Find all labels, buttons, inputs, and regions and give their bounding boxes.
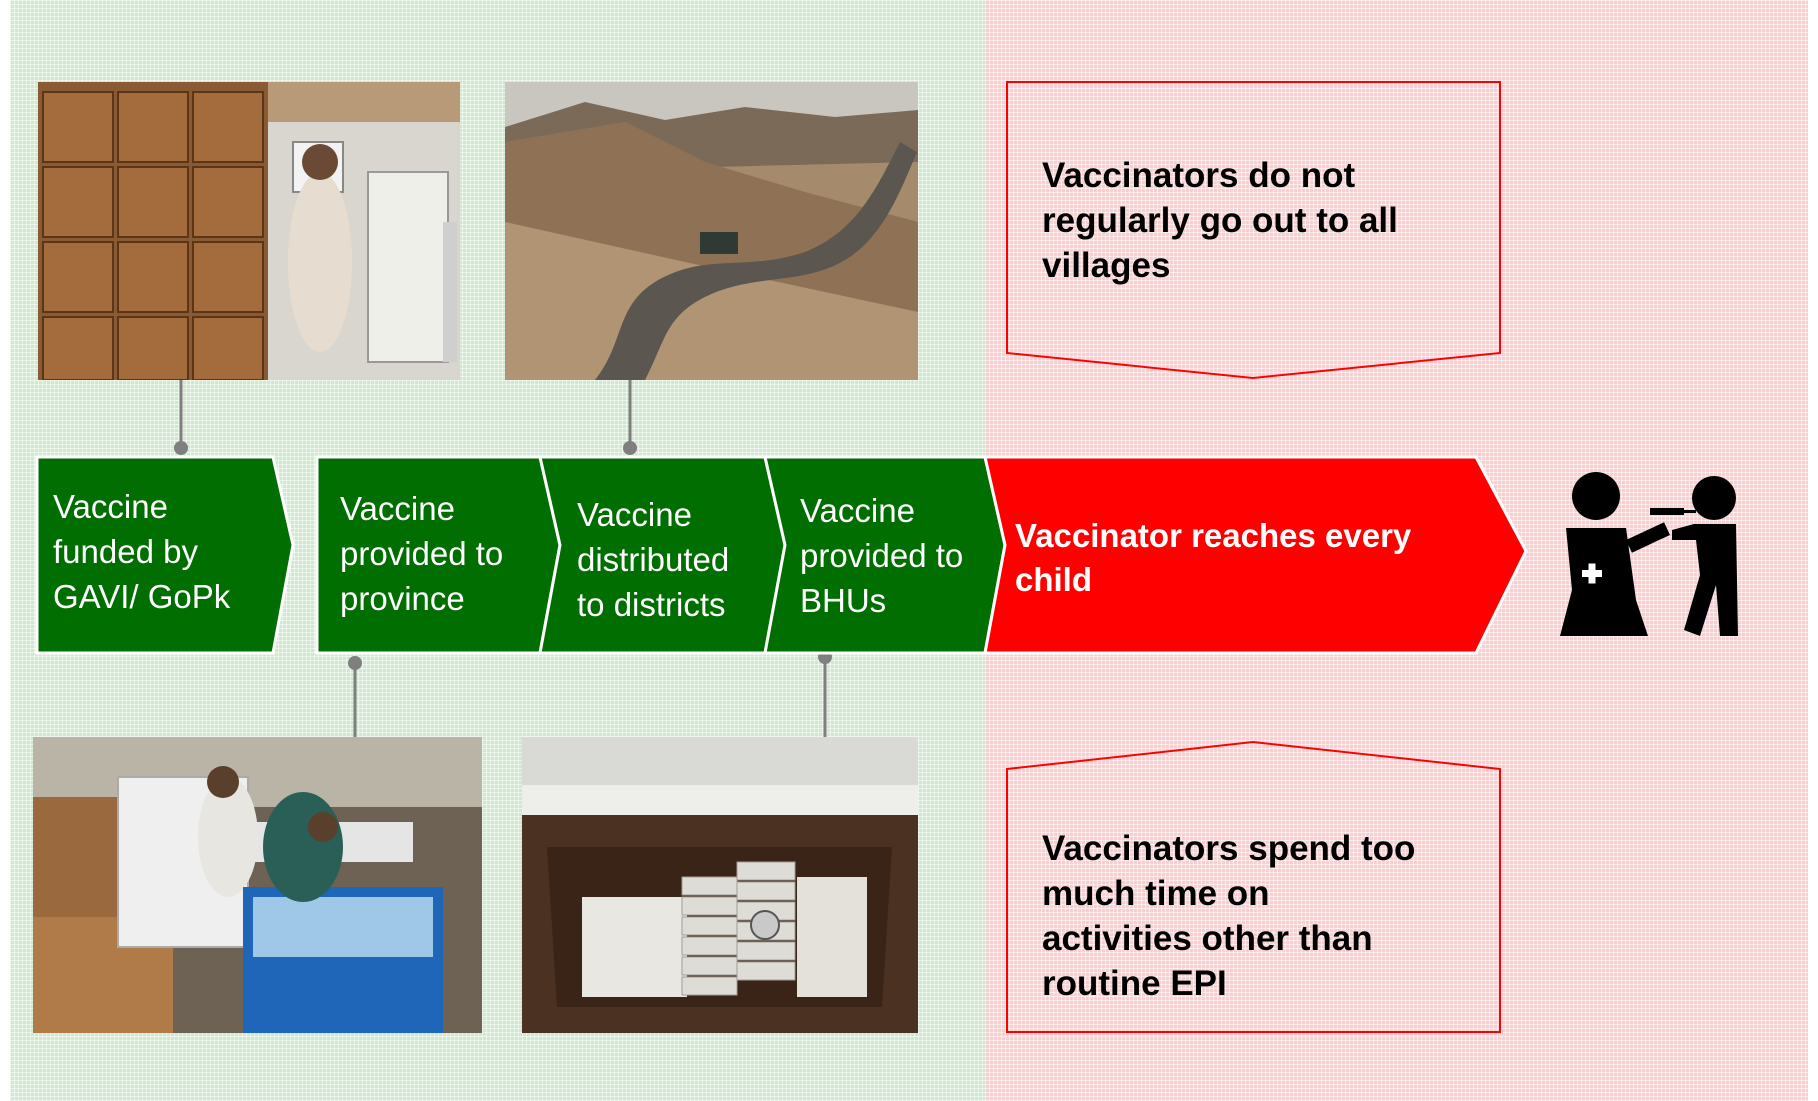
connector-dot-cold-storage	[348, 656, 362, 670]
callout-top-line-2: regularly go out to all	[1042, 201, 1398, 240]
callout-bottom-line-3: activities other than	[1042, 919, 1373, 958]
road-photo	[505, 82, 918, 380]
warehouse-photo	[38, 82, 460, 380]
step-funded-line-1: Vaccine	[53, 488, 168, 525]
step-funded-shape	[35, 455, 295, 655]
callout-bottom-text: Vaccinators spend too much time on activ…	[1042, 826, 1482, 1006]
callout-top-line-3: villages	[1042, 246, 1171, 285]
step-districts-line-2: distributed	[577, 541, 730, 578]
callout-bottom-line-1: Vaccinators spend too	[1042, 829, 1416, 868]
step-reaches-child-label: Vaccinator reaches every child	[1015, 514, 1475, 602]
step-province-label: Vaccine provided to province	[340, 486, 550, 621]
step-funded-line-3: GAVI/ GoPk	[53, 578, 231, 615]
step-funded-label: Vaccine funded by GAVI/ GoPk	[53, 484, 273, 619]
step-reaches-child-line-2: child	[1015, 561, 1093, 598]
callout-top-text: Vaccinators do not regularly go out to a…	[1042, 153, 1482, 288]
step-funded-line-2: funded by	[53, 533, 198, 570]
step-reaches-child-shape	[983, 455, 1528, 655]
freezer-interior-photo	[522, 737, 918, 1033]
step-districts-label: Vaccine distributed to districts	[577, 492, 777, 627]
step-province-line-2: provided to	[340, 535, 504, 572]
cold-storage-photo	[33, 737, 482, 1033]
connector-dot-warehouse	[174, 441, 188, 455]
step-districts-line-3: to districts	[577, 586, 726, 623]
callout-bottom-line-4: routine EPI	[1042, 964, 1227, 1003]
step-province-line-3: province	[340, 580, 465, 617]
connector-dot-road	[623, 441, 637, 455]
step-reaches-child-line-1: Vaccinator reaches every	[1015, 517, 1412, 554]
step-bhus-label: Vaccine provided to BHUs	[800, 488, 1000, 623]
callout-top-line-1: Vaccinators do not	[1042, 156, 1356, 195]
vaccinator-child-pictogram-icon	[1560, 472, 1738, 636]
step-bhus-line-3: BHUs	[800, 582, 887, 619]
callout-bottom-line-2: much time on	[1042, 874, 1270, 913]
step-bhus-line-2: provided to	[800, 537, 964, 574]
step-province-line-1: Vaccine	[340, 490, 455, 527]
step-bhus-line-1: Vaccine	[800, 492, 915, 529]
callout-bottom-box	[1006, 740, 1501, 1033]
callout-top-box	[1006, 81, 1501, 380]
step-districts-line-1: Vaccine	[577, 496, 692, 533]
